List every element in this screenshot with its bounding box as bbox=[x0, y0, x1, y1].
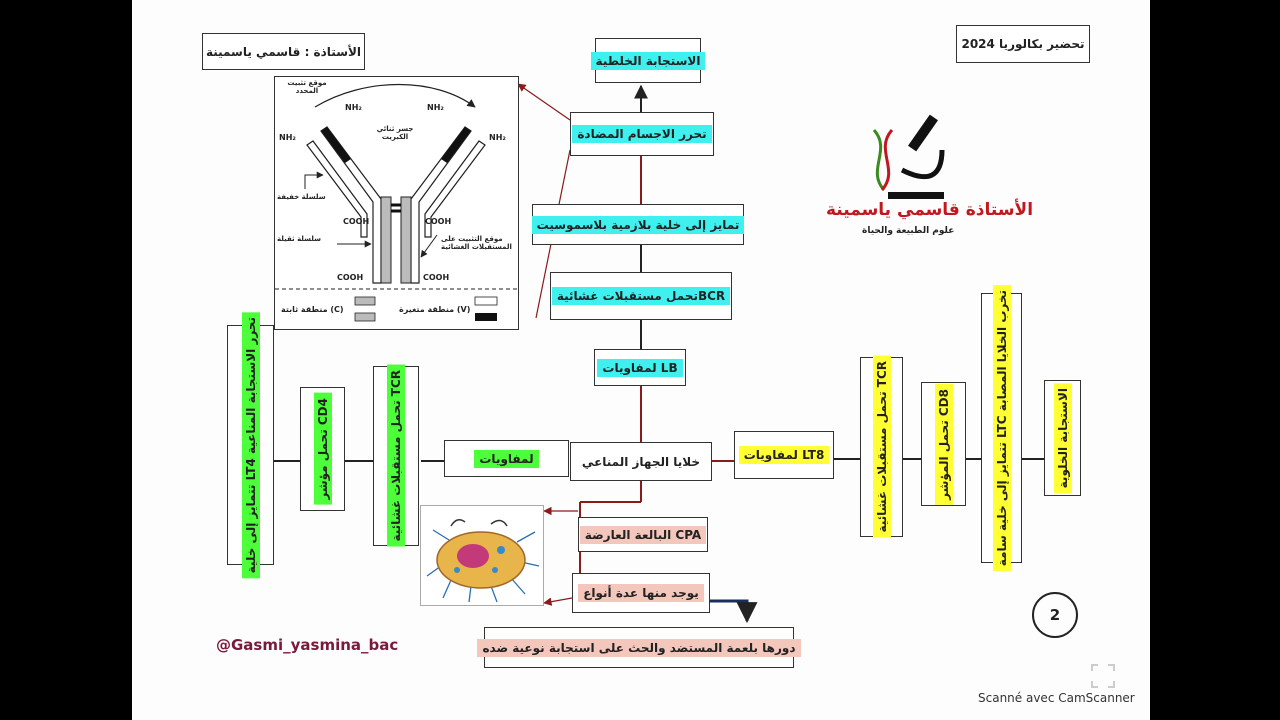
connector-lines bbox=[274, 83, 1044, 624]
cd4-node: تحمل مؤشر CD4 bbox=[300, 387, 345, 511]
cooh-label-left: COOH bbox=[343, 217, 370, 226]
legend-constant: منطقة ثابتة (C) bbox=[281, 305, 344, 314]
teacher-label: الأستاذة : قاسمي ياسمينة bbox=[205, 44, 362, 59]
scanner-watermark: Scanné avec CamScanner bbox=[978, 691, 1135, 705]
nh2-label-left-light: NH₂ bbox=[279, 133, 296, 142]
logo: الأستاذة قاسمي ياسمينة علوم الطبيعة والح… bbox=[822, 110, 1033, 245]
nh2-label-right: NH₂ bbox=[427, 103, 444, 112]
microscope-logo-icon bbox=[872, 114, 945, 199]
binding-site-label: موقع تثبيت المحدد bbox=[287, 79, 327, 95]
antibody-release-label: تحرر الاجسام المضادة bbox=[572, 125, 712, 143]
cpa-label: البالعة العارضة CPA bbox=[579, 525, 707, 544]
scanner-logo-icon bbox=[1091, 664, 1115, 688]
bcr-label: تحمل مستقبلات غشائيةBCR bbox=[551, 287, 731, 305]
humoral-response-node: الاستجابة الخلطية bbox=[590, 38, 706, 83]
nh2-label-right-light: NH₂ bbox=[489, 133, 506, 142]
immune-cells-node: خلايا الجهاز المناعي bbox=[570, 442, 712, 481]
logo-subtitle: علوم الطبيعة والحياة bbox=[862, 226, 955, 236]
lt4-label: تتمايز إلى خلية LT4 تحرر الاستجابة المنا… bbox=[241, 311, 260, 579]
cd4-label: تحمل مؤشر CD4 bbox=[313, 393, 332, 505]
lt4-node: تتمايز إلى خلية LT4 تحرر الاستجابة المنا… bbox=[227, 311, 274, 579]
logo-name: الأستاذة قاسمي ياسمينة bbox=[826, 200, 1034, 220]
plasma-cell-label: تمايز إلى خلية بلازمية بلاسموسيت bbox=[531, 215, 745, 234]
macrophage-icon bbox=[426, 519, 540, 603]
immune-cells-label: خلايا الجهاز المناعي bbox=[581, 454, 701, 469]
antibody-release-node: تحرر الاجسام المضادة bbox=[570, 112, 714, 156]
social-handle: @Gasmi_yasmina_bac bbox=[216, 636, 399, 654]
ltc-label: تتمايز إلى خلية سامة LTC تخرب الخلايا ال… bbox=[992, 284, 1011, 572]
cellular-response-label: الاستجابة الخلوية bbox=[1053, 382, 1072, 494]
cellular-response-node: الاستجابة الخلوية bbox=[1044, 380, 1081, 496]
bcr-node: تحمل مستقبلات غشائيةBCR bbox=[550, 272, 732, 320]
tcr-left-label: تحمل مستقبلات غشائية TCR bbox=[387, 365, 405, 547]
role-node: دورها بلعمة المستضد والحث على استجابة نو… bbox=[477, 627, 801, 668]
lb-label: لمفاويات LB bbox=[597, 358, 683, 377]
page-number-circle: 2 bbox=[1032, 592, 1078, 638]
cpa-node: البالعة العارضة CPA bbox=[578, 517, 708, 552]
lymphocytes-label: لمفاويات bbox=[474, 449, 539, 468]
hinge-label: جسر ثنائي الكبريت bbox=[376, 125, 414, 141]
tcr-left-node: تحمل مستقبلات غشائية TCR bbox=[373, 365, 419, 547]
membrane-site-label: موقع التثبيت على المستقبلات الغشائية bbox=[441, 235, 512, 251]
heavy-chain-label: سلسلة ثقيلة bbox=[277, 235, 322, 243]
exam-label: تحضير بكالوريا 2024 bbox=[961, 37, 1085, 51]
macrophage-figure bbox=[420, 505, 544, 606]
tcr-right-label: تحمل مستقبلات غشائية TCR bbox=[872, 356, 891, 538]
worksheet: الأستاذة : قاسمي ياسمينة تحضير بكالوريا … bbox=[132, 0, 1150, 720]
cooh-label-bottom-right: COOH bbox=[423, 273, 450, 282]
legend-variable: منطقة متغيرة (V) bbox=[399, 305, 471, 314]
exam-label-box: تحضير بكالوريا 2024 bbox=[956, 25, 1090, 63]
types-label: يوجد منها عدة أنواع bbox=[578, 584, 704, 602]
tcr-right-node: تحمل مستقبلات غشائية TCR bbox=[860, 356, 903, 538]
lt8-label: لمفاويات LT8 bbox=[738, 446, 830, 464]
teacher-label-box: الأستاذة : قاسمي ياسمينة bbox=[202, 33, 365, 70]
plasma-cell-node: تمايز إلى خلية بلازمية بلاسموسيت bbox=[531, 204, 745, 245]
role-label: دورها بلعمة المستضد والحث على استجابة نو… bbox=[477, 638, 801, 657]
ltc-node: تتمايز إلى خلية سامة LTC تخرب الخلايا ال… bbox=[981, 284, 1022, 572]
humoral-response-label: الاستجابة الخلطية bbox=[590, 51, 706, 70]
light-chain-label: سلسلة خفيفة bbox=[277, 193, 326, 201]
cd8-node: تحمل المؤشر CD8 bbox=[921, 382, 966, 506]
lt8-node: لمفاويات LT8 bbox=[734, 431, 834, 479]
page-number: 2 bbox=[1049, 606, 1061, 624]
cooh-label-bottom-left: COOH bbox=[337, 273, 364, 282]
lb-node: لمفاويات LB bbox=[594, 349, 686, 386]
lymphocytes-node: لمفاويات bbox=[444, 440, 569, 477]
antibody-diagram-svg bbox=[275, 83, 518, 322]
types-node: يوجد منها عدة أنواع bbox=[572, 573, 710, 613]
cooh-label-right: COOH bbox=[425, 217, 452, 226]
cd8-label: تحمل المؤشر CD8 bbox=[934, 383, 953, 505]
nh2-label-left: NH₂ bbox=[345, 103, 362, 112]
antibody-figure: NH₂ NH₂ NH₂ NH₂ COOH COOH COOH COOH موقع… bbox=[274, 76, 519, 330]
